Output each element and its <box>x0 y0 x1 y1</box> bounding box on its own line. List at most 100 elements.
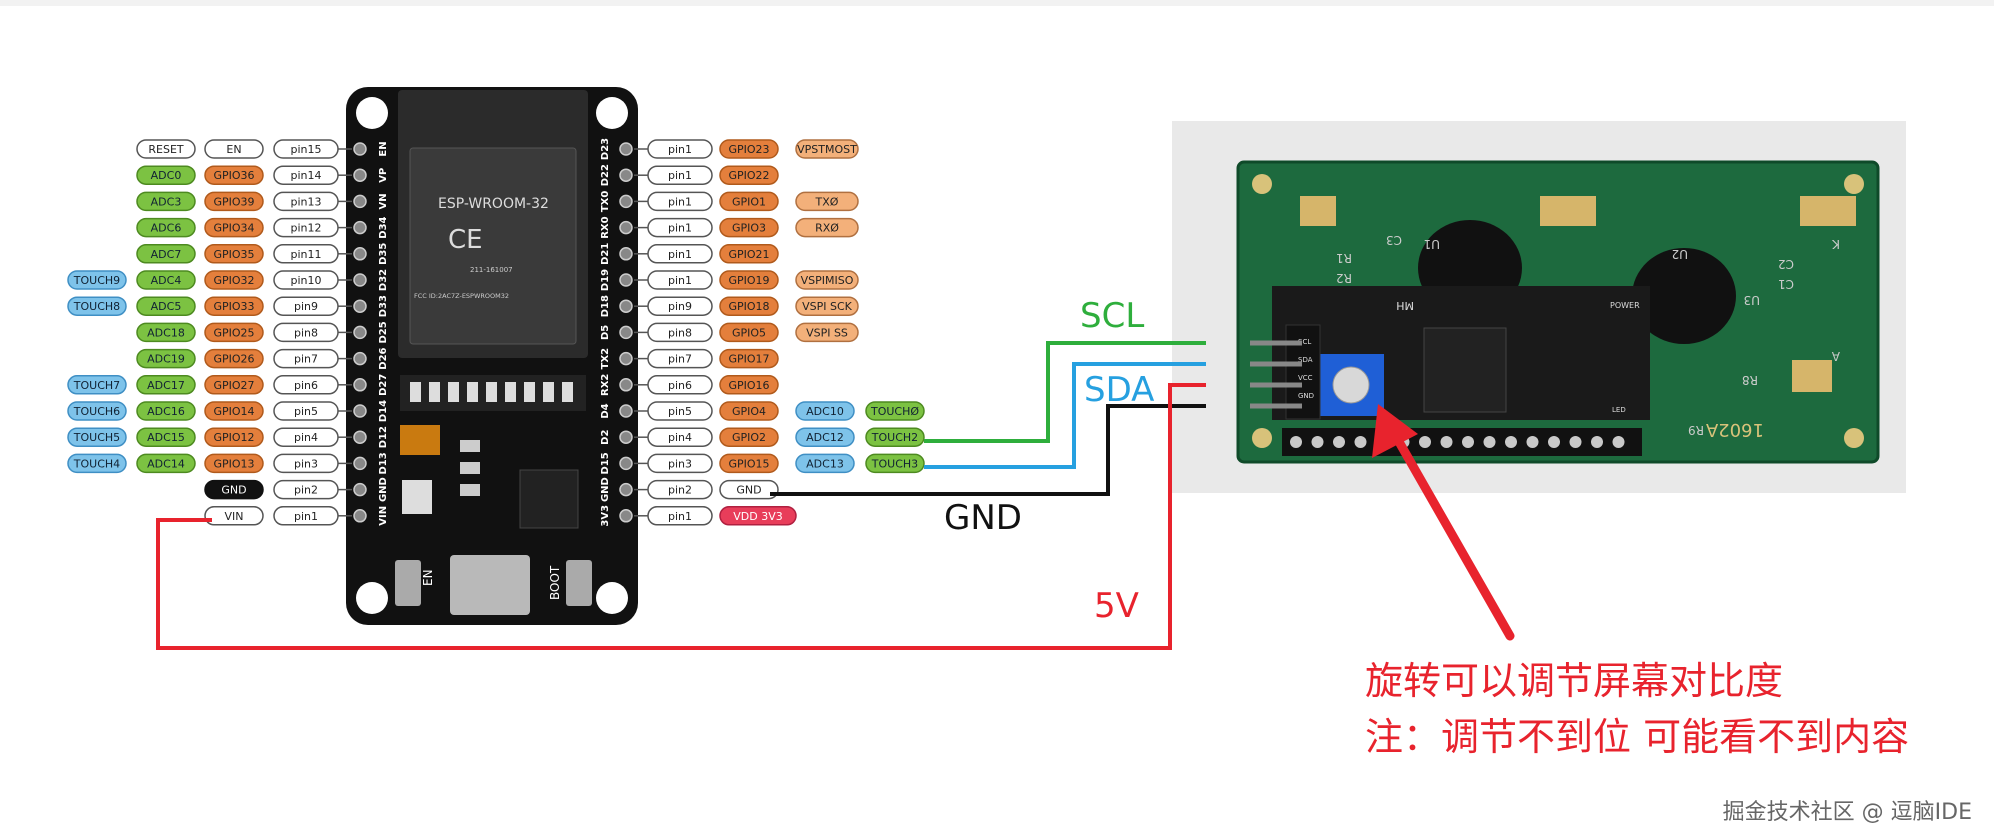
gpio-label-text: GPIO14 <box>213 405 254 418</box>
pin-label: pin1 <box>273 506 339 526</box>
gpio-label: GPIO2 <box>719 427 779 447</box>
edge-label: GND <box>378 477 389 502</box>
edge-label: TX0 <box>600 191 611 213</box>
touch-label-text: TOUCH6 <box>73 405 120 418</box>
pin-label: pin6 <box>273 375 339 395</box>
adc-label-text: ADC4 <box>151 274 182 287</box>
touch-label-text: TOUCH3 <box>871 457 918 470</box>
gpio-label: GPIO25 <box>204 322 264 343</box>
header-pin <box>619 194 633 209</box>
gpio-label-text: GPIO39 <box>213 195 254 208</box>
5v-wire <box>156 383 1206 650</box>
touch-label: TOUCH6 <box>67 401 127 421</box>
gpio-label: GPIO39 <box>204 191 264 212</box>
en-button[interactable] <box>395 560 421 606</box>
pin-label: pin1 <box>647 244 713 264</box>
function-label-text: VSPI SCK <box>802 300 853 313</box>
vin-pin-label-text: VIN <box>225 510 244 523</box>
gpio-label: GPIO15 <box>719 453 779 474</box>
gpio-label: GPIO19 <box>719 270 779 290</box>
touch-label: TOUCH2 <box>865 427 925 447</box>
scl-wire <box>924 341 1206 443</box>
touch-label-text: TOUCHØ <box>870 405 919 418</box>
pin-label: pin9 <box>273 296 339 316</box>
pin-label-text: pin13 <box>290 195 321 208</box>
header-pin <box>619 509 633 523</box>
gpio-label-text: GPIO19 <box>728 274 769 287</box>
edge-label: D35 <box>378 243 389 265</box>
potentiometer-knob[interactable] <box>1332 366 1370 404</box>
function-label: VSPI SCK <box>795 296 859 316</box>
pin-label: pin4 <box>273 427 339 447</box>
gpio-label: GPIO21 <box>719 244 779 264</box>
lcd-k-label: K <box>1831 237 1840 251</box>
boot-button[interactable] <box>566 560 592 606</box>
gnd-pin-label: GND <box>719 479 779 500</box>
gpio-label-text: GPIO21 <box>728 248 769 261</box>
gpio-label: GPIO26 <box>204 348 264 369</box>
header-pin <box>353 220 367 235</box>
gpio-label: GPIO16 <box>719 375 779 395</box>
header-pin <box>619 273 633 287</box>
edge-label: GND <box>600 477 611 502</box>
module-code: 211-161007 <box>470 266 513 274</box>
pin-label-text: pin8 <box>668 326 692 339</box>
adc-label-text: ADC13 <box>806 457 844 470</box>
edge-label: D25 <box>378 321 389 343</box>
touch-label: TOUCHØ <box>865 401 925 421</box>
touch-label: TOUCH3 <box>865 453 925 474</box>
edge-label: D21 <box>600 243 611 265</box>
scl-label: SCL <box>1080 296 1145 336</box>
adc-label-text: ADC6 <box>151 222 182 235</box>
gpio-label: GPIO34 <box>204 217 264 238</box>
smd-resistor <box>562 382 573 402</box>
adc-label: ADC17 <box>136 375 196 395</box>
note-line-1: 旋转可以调节屏幕对比度 <box>1365 659 1784 703</box>
backlight-tab <box>1540 196 1596 226</box>
edge-label: D12 <box>378 426 389 448</box>
header-pin <box>353 404 367 418</box>
pin-label: pin5 <box>647 401 713 421</box>
pin-label-text: pin9 <box>294 300 318 313</box>
pin-label: pin10 <box>273 270 339 290</box>
header-pin <box>353 378 367 392</box>
gnd-pin-label: GND <box>1298 392 1314 400</box>
contrast-arrow <box>1372 404 1515 641</box>
lcd-driver-blob <box>1632 248 1736 344</box>
adc-label-text: ADC17 <box>147 379 185 392</box>
lcd-header-pin <box>1462 436 1474 448</box>
adc-label-text: ADC15 <box>147 431 185 444</box>
pin-label: pin1 <box>647 139 713 159</box>
edge-label: D19 <box>600 269 611 291</box>
sda-label: SDA <box>1084 370 1155 410</box>
gpio-label: GPIO35 <box>204 244 264 264</box>
adc-label-text: ADC16 <box>147 405 185 418</box>
edge-label: RX0 <box>600 216 611 238</box>
edge-label: VIN <box>378 506 389 526</box>
ce-mark: CE <box>448 225 483 255</box>
reset-label-text: RESET <box>148 143 184 156</box>
5v-label: 5V <box>1094 586 1139 626</box>
gpio-label: GPIO18 <box>719 296 779 316</box>
touch-label-text: TOUCH4 <box>73 457 120 470</box>
smd-part <box>460 484 480 496</box>
adc-label: ADC14 <box>136 453 196 474</box>
note-line-2: 注：调节不到位 可能看不到内容 <box>1365 715 1910 759</box>
pin-label: pin12 <box>273 217 339 238</box>
gpio-label: GPIO23 <box>719 139 779 159</box>
module-shield <box>409 147 577 345</box>
function-label-text: VPSTMOST <box>797 143 857 156</box>
header-pin <box>353 351 367 366</box>
ldo-chip <box>402 480 432 514</box>
gnd-pin-label: GND <box>204 479 264 500</box>
function-label-text: VSPIMISO <box>801 274 854 287</box>
lcd-mount-hole <box>1252 428 1272 448</box>
lcd-u1-label: U1 <box>1424 237 1440 251</box>
header-pin <box>353 168 367 182</box>
esp32-board: ENVPVND34D35D32D33D25D26D27D14D12D13GNDV… <box>346 87 638 625</box>
function-label: TXØ <box>795 191 859 212</box>
edge-label: D23 <box>600 138 611 160</box>
adc-label-text: ADC18 <box>147 326 185 339</box>
edge-label: D14 <box>378 400 389 422</box>
smd-resistor <box>524 382 535 402</box>
